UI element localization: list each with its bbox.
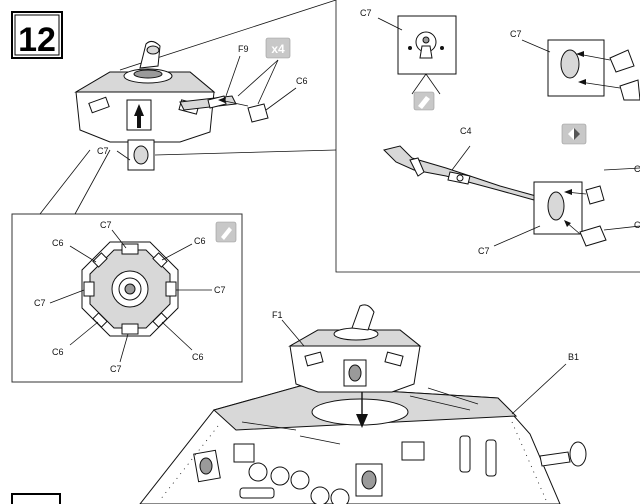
multiplier-label: x4 <box>271 42 285 56</box>
machine-gun <box>383 145 537 201</box>
label-c7-periscope: C7 <box>360 8 372 18</box>
label-c6-bottom-left: C6 <box>52 347 64 357</box>
hatch-lid <box>139 40 161 69</box>
cover-plate-detail <box>521 39 640 101</box>
turret-assembly <box>74 40 297 171</box>
flip-icon <box>561 123 587 145</box>
step-number-box: 12 <box>11 11 63 59</box>
label-c6-top-right: C6 <box>194 236 206 246</box>
label-c7-cover: C7 <box>510 29 522 39</box>
label-f9: F9 <box>238 44 249 54</box>
step-number: 12 <box>18 21 56 59</box>
label-c6-bottom-right: C6 <box>192 352 204 362</box>
next-step-box <box>11 493 61 504</box>
label-c6: C6 <box>296 76 308 86</box>
label-c6-upper: C <box>634 164 640 174</box>
turret-top-view <box>49 229 212 363</box>
label-c7-mount: C7 <box>478 246 490 256</box>
paint-icon <box>413 91 435 111</box>
glue-icon <box>215 221 237 243</box>
label-c4: C4 <box>460 126 472 136</box>
multiplier-icon: x4 <box>265 37 291 59</box>
label-c7-right: C7 <box>214 285 226 295</box>
label-f1: F1 <box>272 310 283 320</box>
c6-part <box>247 103 269 123</box>
label-c7-top: C7 <box>100 220 112 230</box>
section-frames <box>11 0 640 383</box>
label-c7-left: C7 <box>34 298 46 308</box>
label-b1: B1 <box>568 352 579 362</box>
periscope-detail <box>377 15 457 95</box>
label-c6-top-left: C6 <box>52 238 64 248</box>
label-c7: C7 <box>97 146 109 156</box>
label-c7-bottom: C7 <box>110 364 122 374</box>
hull-assembly <box>139 304 587 504</box>
machine-gun-detail <box>383 145 640 247</box>
label-c6-lower: C <box>634 220 640 230</box>
